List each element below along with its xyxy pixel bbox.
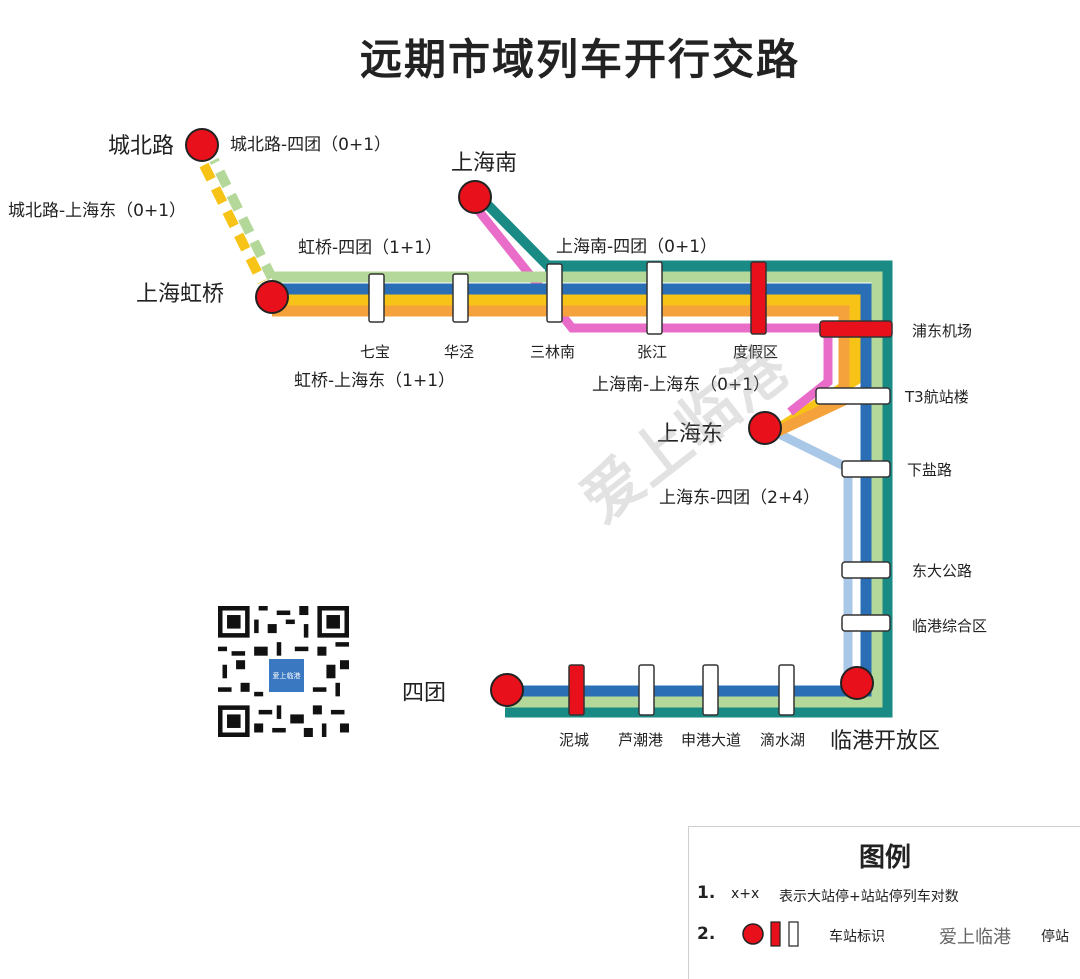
terminal-marker-chengbeilu — [185, 128, 219, 162]
qr-code — [218, 606, 349, 737]
station-marker-nicheng — [568, 664, 585, 716]
legend-item1-code: x+x — [731, 886, 760, 902]
legend-symbols — [742, 921, 799, 947]
legend-item2-num: 2. — [697, 924, 716, 944]
station-marker-pudong-airport — [819, 320, 893, 338]
route-label-chengbeilu-situan: 城北路-四团（0+1） — [230, 135, 391, 155]
line-teal — [505, 260, 893, 718]
station-label-dujiaqu: 度假区 — [733, 343, 778, 361]
terminal-label-shanghainan: 上海南 — [451, 151, 517, 176]
station-label-sanlinnan: 三林南 — [530, 343, 575, 361]
station-marker-shengangdadao — [702, 664, 719, 716]
station-label-xiayanlu: 下盐路 — [907, 461, 952, 479]
page-title: 远期市域列车开行交路 — [359, 35, 800, 84]
wechat-watermark: 爱上临港 — [939, 927, 1011, 948]
station-marker-sanlinnan — [546, 263, 563, 323]
station-marker-huajing — [452, 273, 469, 323]
terminal-label-lingang: 临港开放区 — [830, 729, 940, 754]
line-pink — [787, 328, 833, 416]
station-marker-dujiaqu — [750, 261, 767, 335]
terminal-label-shanghaidong: 上海东 — [657, 422, 723, 447]
chengbeilu-connector-green — [209, 157, 277, 281]
legend-item2-tail: 停站 — [1041, 929, 1069, 945]
station-label-nicheng: 泥城 — [559, 731, 589, 749]
legend-item1-text: 表示大站停+站站停列车对数 — [779, 889, 959, 905]
station-label-lingangzonghe: 临港综合区 — [912, 617, 987, 635]
station-marker-xiayanlu — [841, 460, 891, 478]
line-lightblue — [773, 427, 853, 676]
terminal-label-chengbeilu: 城北路 — [108, 134, 174, 159]
terminal-marker-lingang — [840, 666, 874, 700]
qr-badge: 爱上临港 — [267, 657, 306, 694]
terminal-marker-shanghaidong — [748, 411, 782, 445]
chengbeilu-connector-yellow — [199, 162, 267, 285]
line-green — [272, 271, 883, 708]
station-label-pudong-airport: 浦东机场 — [912, 322, 972, 340]
station-label-qibao: 七宝 — [360, 343, 390, 361]
terminal-marker-situan — [490, 673, 524, 707]
station-marker-dongdagonglu — [841, 561, 891, 579]
station-label-huajing: 华泾 — [444, 343, 474, 361]
route-label-shanghaidong-situan: 上海东-四团（2+4） — [659, 488, 820, 508]
station-marker-qibao — [368, 273, 385, 323]
route-label-shanghainan-situan: 上海南-四团（0+1） — [556, 237, 717, 257]
terminal-marker-hongqiao — [255, 280, 289, 314]
station-label-zhangjiang: 张江 — [637, 343, 667, 361]
station-label-dishuihu: 滴水湖 — [760, 731, 805, 749]
station-marker-luchaogang — [638, 664, 655, 716]
station-label-dongdagonglu: 东大公路 — [912, 562, 972, 580]
legend: 图例 1. x+x 表示大站停+站站停列车对数 2. 车站标识 爱上临港 停站 — [688, 826, 1080, 979]
legend-circle-symbol — [742, 923, 764, 945]
station-marker-lingangzonghe — [841, 614, 891, 632]
station-marker-t3 — [815, 387, 891, 405]
route-label-chengbeilu-shanghaidong: 城北路-上海东（0+1） — [8, 201, 186, 221]
terminal-label-situan: 四团 — [402, 681, 446, 706]
terminal-label-hongqiao: 上海虹桥 — [136, 282, 224, 307]
terminal-marker-shanghainan — [458, 180, 492, 214]
shanghainan-branch-teal — [474, 191, 552, 270]
line-blue — [272, 283, 872, 697]
route-label-shanghainan-shanghaidong: 上海南-上海东（0+1） — [592, 375, 770, 395]
route-label-hongqiao-shanghaidong: 虹桥-上海东（1+1） — [294, 371, 455, 391]
station-label-luchaogang: 芦潮港 — [618, 731, 663, 749]
station-label-t3: T3航站楼 — [904, 388, 969, 406]
legend-white-bar-symbol — [788, 921, 799, 947]
route-label-hongqiao-situan: 虹桥-四团（1+1） — [298, 238, 442, 258]
legend-red-bar-symbol — [770, 921, 781, 947]
legend-title: 图例 — [858, 843, 911, 873]
legend-item2-text: 车站标识 — [829, 929, 885, 945]
station-label-shengangdadao: 申港大道 — [681, 731, 741, 749]
legend-item1-num: 1. — [697, 883, 716, 903]
station-marker-zhangjiang — [646, 261, 663, 335]
station-marker-dishuihu — [778, 664, 795, 716]
